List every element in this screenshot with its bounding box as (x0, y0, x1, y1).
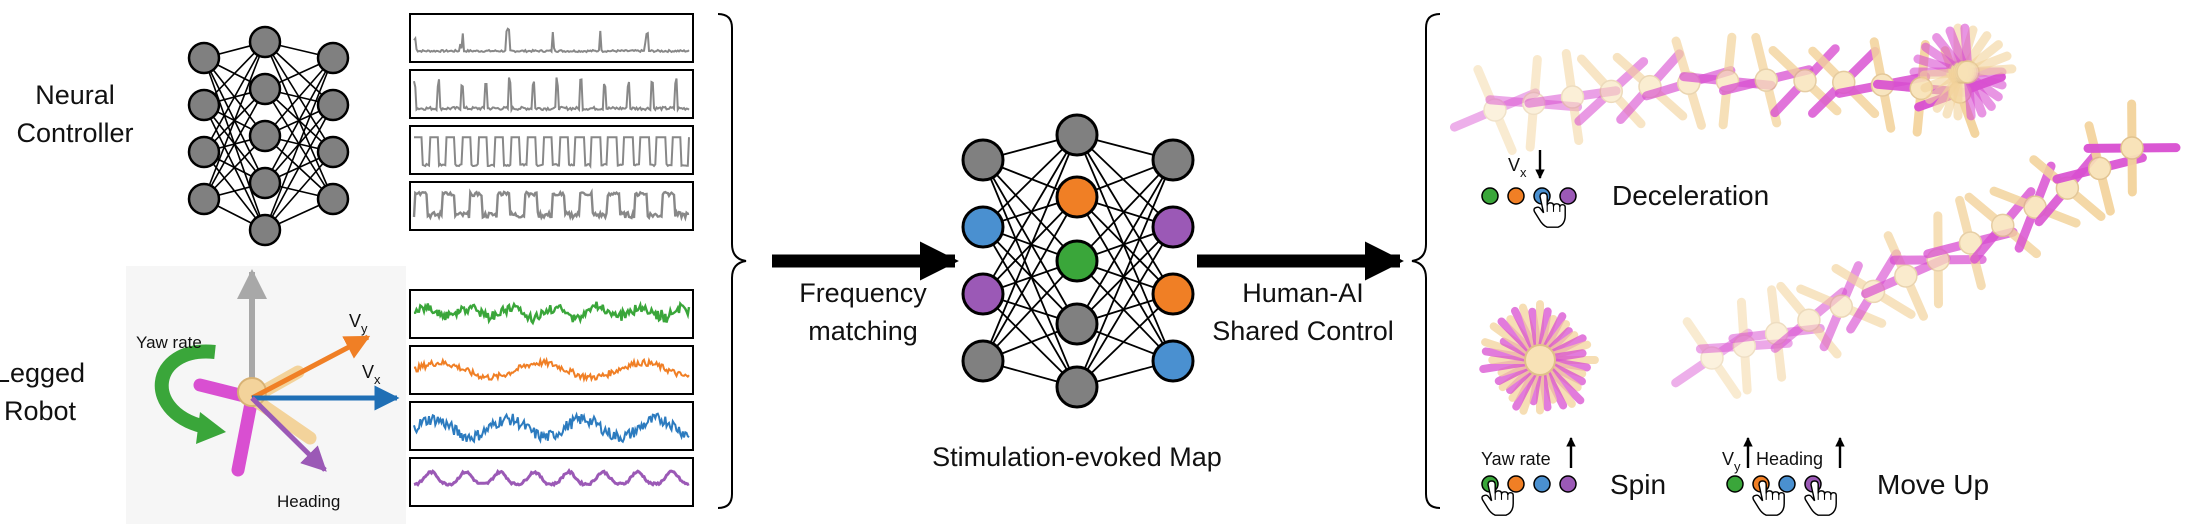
neuron (1055, 365, 1099, 409)
control-dot[interactable] (1533, 475, 1551, 493)
yaw-rate-arrow-icon (154, 344, 216, 435)
control-dot[interactable] (1507, 187, 1525, 205)
vy-label: Vy (349, 311, 368, 336)
right-brace (1411, 13, 1441, 509)
human-ai-label-line2: Shared Control (1212, 316, 1394, 346)
svg-text:Vx: Vx (1508, 155, 1527, 180)
neuron (961, 205, 1005, 249)
frequency-matching-label-line2: matching (808, 316, 918, 346)
svg-text:Yaw rate: Yaw rate (1481, 449, 1551, 469)
legged-robot-illustration: Yaw rate Vy Vx Heading (126, 266, 406, 524)
neuron (1055, 239, 1099, 283)
neuron (1055, 113, 1099, 157)
neuron (961, 138, 1005, 182)
controller-trace-3 (414, 136, 690, 170)
neuron (248, 72, 282, 106)
deceleration-trajectory (1449, 23, 2017, 156)
robot-trace-panels (409, 289, 694, 507)
neuron (316, 88, 350, 122)
move-up-button-row[interactable] (1726, 475, 1837, 516)
svg-text:Vy: Vy (1722, 449, 1741, 474)
neuron (1151, 138, 1195, 182)
spin-trajectory (1479, 300, 1599, 415)
neuron (316, 182, 350, 216)
deceleration-button-row[interactable] (1481, 187, 1577, 228)
neuron (187, 41, 221, 75)
neuron (248, 25, 282, 59)
neural-controller-label-line1: Neural (35, 80, 115, 110)
neuron (316, 41, 350, 75)
stimulation-evoked-map-network (961, 113, 1195, 409)
controller-trace-panels (409, 13, 694, 231)
neural-controller-label-line2: Controller (16, 118, 133, 148)
spin-label: Spin (1610, 469, 1666, 500)
legged-robot-label-line2: Robot (4, 396, 77, 426)
trace-blue (413, 411, 690, 445)
neuron (1055, 175, 1099, 219)
move-up-label: Move Up (1877, 469, 1989, 500)
control-dot[interactable] (1778, 475, 1796, 493)
yaw-rate-label: Yaw rate (136, 333, 202, 352)
legged-robot-label-line1: Legged (0, 358, 85, 388)
heading-label: Heading (277, 492, 340, 511)
neuron (248, 119, 282, 153)
control-dot[interactable] (1559, 475, 1577, 493)
spin-button-row[interactable] (1481, 475, 1577, 516)
controller-trace-4 (412, 188, 690, 222)
spin-indicator: Yaw rate (1481, 437, 1576, 469)
neuron (187, 182, 221, 216)
neuron (187, 88, 221, 122)
deceleration-indicator: Vx (1508, 150, 1545, 180)
neural-controller-network (187, 25, 350, 247)
neuron (1151, 339, 1195, 383)
vx-label: Vx (362, 362, 381, 387)
control-dot[interactable] (1481, 187, 1499, 205)
trace-orange (413, 356, 690, 383)
neuron (187, 135, 221, 169)
left-brace (717, 13, 747, 509)
control-dot[interactable] (1726, 475, 1744, 493)
move-up-indicator: Vy Heading (1722, 437, 1845, 474)
svg-text:Heading: Heading (1756, 449, 1823, 469)
neuron (961, 272, 1005, 316)
neuron (316, 135, 350, 169)
trace-purple (413, 468, 690, 488)
move-up-trajectory (1671, 99, 2181, 399)
neuron (248, 213, 282, 247)
neuron (248, 166, 282, 200)
human-ai-label-line1: Human-AI (1242, 278, 1364, 308)
neuron (1055, 302, 1099, 346)
frequency-matching-label-line1: Frequency (799, 278, 927, 308)
control-dot[interactable] (1559, 187, 1577, 205)
neuron (1151, 272, 1195, 316)
deceleration-label: Deceleration (1612, 180, 1769, 211)
map-label: Stimulation-evoked Map (932, 442, 1222, 472)
controller-trace-1 (413, 27, 690, 54)
control-dot[interactable] (1507, 475, 1525, 493)
trace-green (413, 300, 691, 326)
neuron (1151, 205, 1195, 249)
controller-trace-2 (413, 77, 690, 114)
neuron (961, 339, 1005, 383)
